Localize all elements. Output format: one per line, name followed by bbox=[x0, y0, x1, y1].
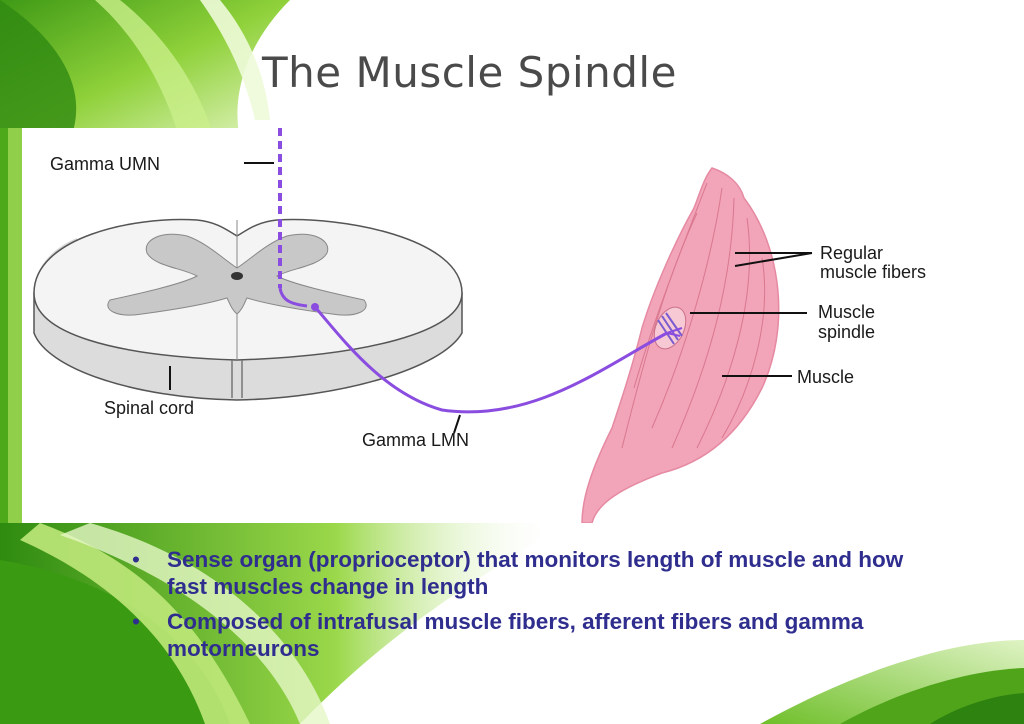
bullet-text: Composed of intrafusal muscle fibers, af… bbox=[167, 609, 864, 661]
muscle-illustration bbox=[581, 167, 780, 523]
gamma-lmn-nerve bbox=[313, 306, 683, 414]
bullet-item: • Composed of intrafusal muscle fibers, … bbox=[132, 608, 932, 662]
bullet-item: • Sense organ (proprioceptor) that monit… bbox=[132, 546, 932, 600]
bullet-dot: • bbox=[132, 547, 140, 572]
label-gamma-umn: Gamma UMN bbox=[50, 154, 160, 174]
regular-fibers-leader-2 bbox=[734, 252, 813, 267]
slide-title: The Muscle Spindle bbox=[262, 48, 677, 97]
label-muscle: Muscle bbox=[797, 367, 854, 387]
bullet-list: • Sense organ (proprioceptor) that monit… bbox=[132, 546, 932, 670]
bullet-dot: • bbox=[132, 609, 140, 634]
label-gamma-lmn: Gamma LMN bbox=[362, 430, 469, 450]
label-spinal-cord: Spinal cord bbox=[104, 398, 194, 418]
label-spindle-1: Muscle bbox=[818, 302, 875, 322]
label-spindle-2: spindle bbox=[818, 322, 875, 342]
muscle-spindle-diagram: Gamma UMN Spinal cord Gamma LMN Regular … bbox=[22, 128, 1010, 523]
label-regular-fibers-2: muscle fibers bbox=[820, 262, 926, 282]
label-regular-fibers-1: Regular bbox=[820, 243, 883, 263]
gamma-lmn-leader bbox=[453, 414, 461, 434]
spinal-cord-illustration bbox=[33, 218, 463, 401]
bullet-text: Sense organ (proprioceptor) that monitor… bbox=[167, 547, 904, 599]
